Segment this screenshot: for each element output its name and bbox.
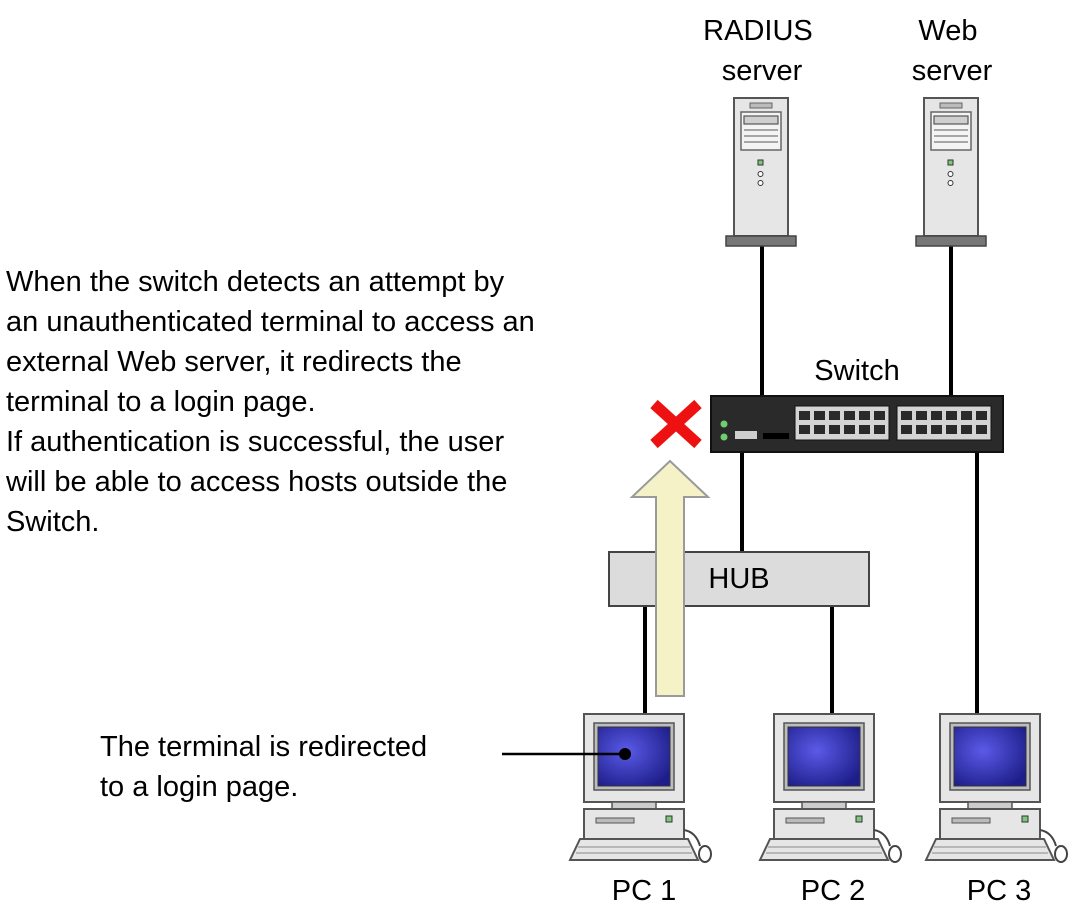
switch-port xyxy=(799,425,810,434)
switch-port xyxy=(931,425,942,434)
pc2-icon[interactable] xyxy=(759,713,902,863)
switch-port xyxy=(844,411,855,420)
switch-port xyxy=(976,411,987,420)
web-server-icon[interactable] xyxy=(915,97,987,247)
switch-port xyxy=(874,425,885,434)
switch-port xyxy=(946,411,957,420)
pc1-label: PC 1 xyxy=(612,875,676,907)
redirect-note-line: to a login page. xyxy=(100,771,299,803)
description-line: an unauthenticated terminal to access an xyxy=(6,306,535,338)
description-line: external Web server, it redirects the xyxy=(6,346,462,378)
hub-label: HUB xyxy=(708,563,769,595)
note-pointer xyxy=(502,748,631,760)
switch-port xyxy=(946,425,957,434)
description-line: Switch. xyxy=(6,506,100,538)
switch-label: Switch xyxy=(814,355,899,387)
pc3-label: PC 3 xyxy=(967,875,1031,907)
description-line: When the switch detects an attempt by xyxy=(6,266,505,298)
pc3-icon[interactable] xyxy=(925,713,1068,863)
switch-port xyxy=(814,425,825,434)
hub-box[interactable] xyxy=(608,551,870,607)
switch-port xyxy=(814,411,825,420)
switch-port xyxy=(844,425,855,434)
redirect-note-line: The terminal is redirected xyxy=(100,731,428,763)
description-line: will be able to access hosts outside the xyxy=(6,466,508,498)
switch-port xyxy=(859,425,870,434)
switch-port xyxy=(901,425,912,434)
switch-port xyxy=(799,411,810,420)
switch-port xyxy=(874,411,885,420)
description-text: When the switch detects an attempt by an… xyxy=(6,262,646,542)
description-line: If authentication is successful, the use… xyxy=(6,426,505,458)
redirect-note: The terminal is redirected to a login pa… xyxy=(100,727,427,807)
radius-server-label: RADIUS server xyxy=(703,15,821,87)
description-line: terminal to a login page. xyxy=(6,386,316,418)
x-mark-icon xyxy=(650,399,702,449)
web-server-label: Web server xyxy=(912,15,993,87)
pc1-icon[interactable] xyxy=(569,713,712,863)
switch-icon[interactable] xyxy=(710,395,1004,453)
radius-server-icon[interactable] xyxy=(725,97,797,247)
switch-port xyxy=(829,411,840,420)
switch-port xyxy=(901,411,912,420)
switch-port xyxy=(931,411,942,420)
switch-port xyxy=(961,411,972,420)
switch-port xyxy=(976,425,987,434)
up-arrow-icon xyxy=(629,459,711,697)
switch-port xyxy=(916,425,927,434)
pc2-label: PC 2 xyxy=(801,875,865,907)
switch-port xyxy=(916,411,927,420)
switch-port xyxy=(961,425,972,434)
switch-port xyxy=(859,411,870,420)
switch-port xyxy=(829,425,840,434)
